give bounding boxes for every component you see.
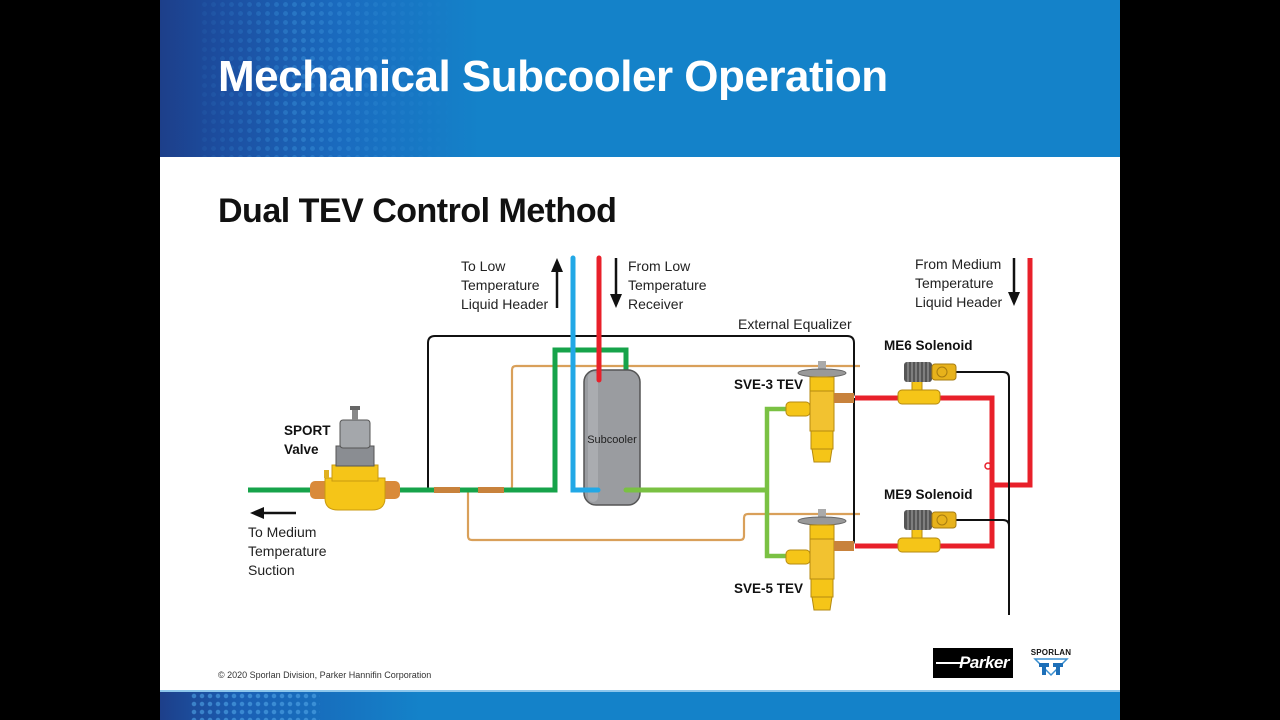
arrow-down-medium-icon	[1008, 258, 1020, 306]
label-from-low-temp: From Low Temperature Receiver	[628, 258, 710, 312]
subcooler-label: Subcooler	[587, 434, 637, 446]
bulb-line-top	[488, 364, 860, 492]
sport-valve	[310, 406, 400, 511]
slide-subtitle: Dual TEV Control Method	[218, 192, 617, 230]
sporlan-logo-text: SPORLAN	[1030, 648, 1072, 657]
sporlan-logo-mark	[1033, 658, 1069, 677]
label-sve5-tev: SVE-5 TEV	[734, 581, 803, 596]
label-external-equalizer: External Equalizer	[738, 316, 852, 332]
subcooler-vessel: Subcooler	[583, 369, 641, 506]
me9-wire	[955, 519, 1010, 527]
label-me6-solenoid: ME6 Solenoid	[884, 338, 973, 353]
slide: Mechanical Subcooler Operation Dual TEV …	[160, 0, 1120, 720]
parker-logo: Parker	[933, 648, 1013, 678]
slide-title: Mechanical Subcooler Operation	[218, 52, 888, 101]
footer-banner	[160, 690, 1120, 720]
suction-line	[248, 347, 629, 493]
arrow-left-icon	[250, 507, 296, 519]
parker-logo-text: Parker	[959, 653, 1009, 672]
me9-solenoid	[897, 510, 957, 553]
label-from-medium-temp: From Medium Temperature Liquid Header	[915, 256, 1005, 310]
me6-wire	[955, 371, 1010, 615]
header-dot-pattern	[200, 0, 460, 157]
footer-dot-pattern	[190, 692, 320, 720]
sve3-tev	[785, 361, 854, 463]
label-to-medium-suction: To Medium Temperature Suction	[248, 524, 330, 578]
arrow-up-icon	[551, 258, 563, 308]
label-sport-valve: SPORT Valve	[284, 423, 334, 457]
label-me9-solenoid: ME9 Solenoid	[884, 487, 973, 502]
sve5-tev	[785, 509, 854, 611]
header-banner: Mechanical Subcooler Operation	[160, 0, 1120, 157]
label-sve3-tev: SVE-3 TEV	[734, 377, 803, 392]
arrow-down-icon	[610, 258, 622, 308]
bulb-clamp-2	[478, 487, 504, 493]
medium-temp-liquid-line	[993, 258, 1033, 488]
tev-feed-lines	[764, 406, 798, 559]
copyright-text: © 2020 Sporlan Division, Parker Hannifin…	[218, 670, 432, 680]
me6-solenoid	[897, 362, 957, 405]
cursor-marker	[984, 462, 992, 470]
sporlan-logo: SPORLAN	[1026, 648, 1076, 680]
bulb-line-bottom	[465, 488, 860, 542]
low-temp-liquid-out-line	[570, 255, 601, 493]
refrigeration-diagram: Subcooler	[248, 255, 1033, 615]
label-to-low-temp: To Low Temperature Liquid Header	[461, 258, 549, 312]
bulb-clamp-1	[434, 487, 460, 493]
